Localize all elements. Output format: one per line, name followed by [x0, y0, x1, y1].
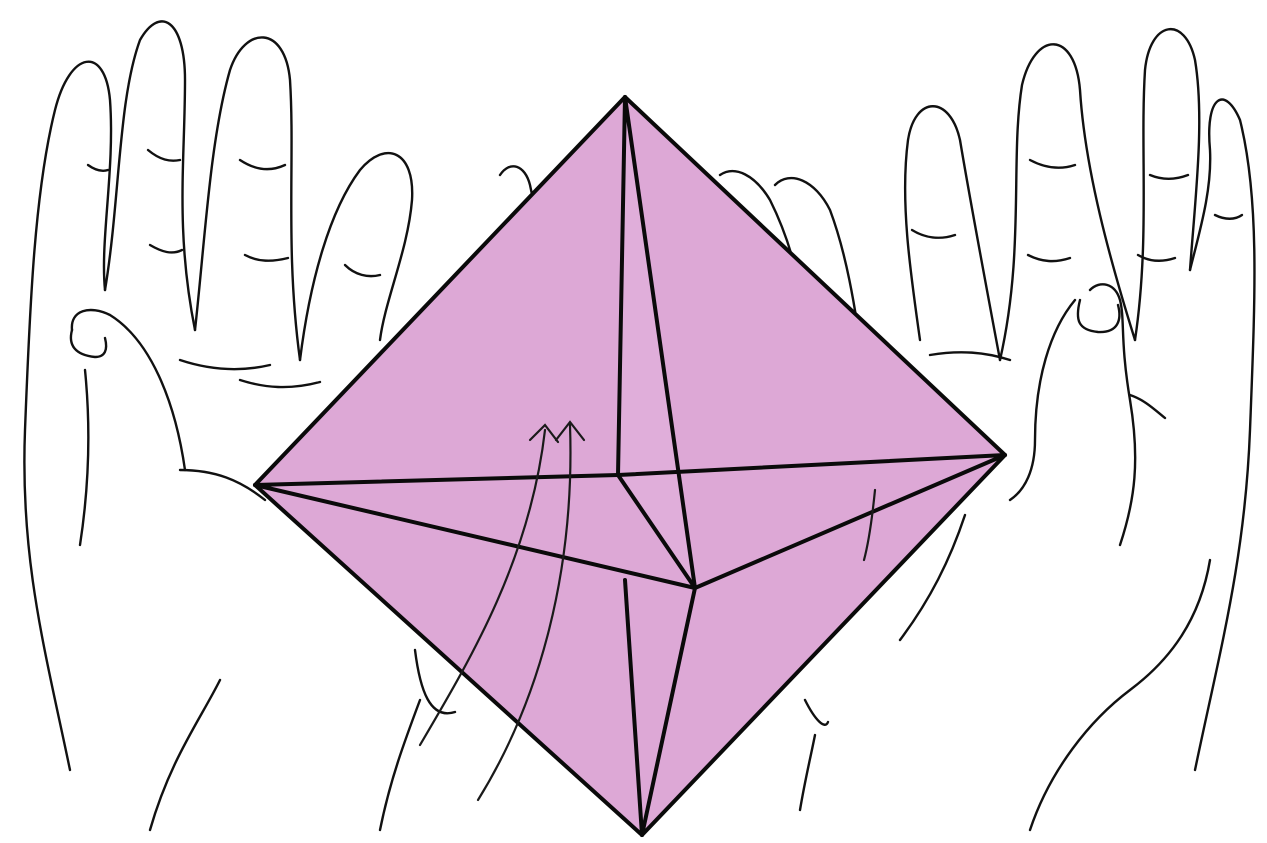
origami-octahedron — [255, 97, 1005, 835]
